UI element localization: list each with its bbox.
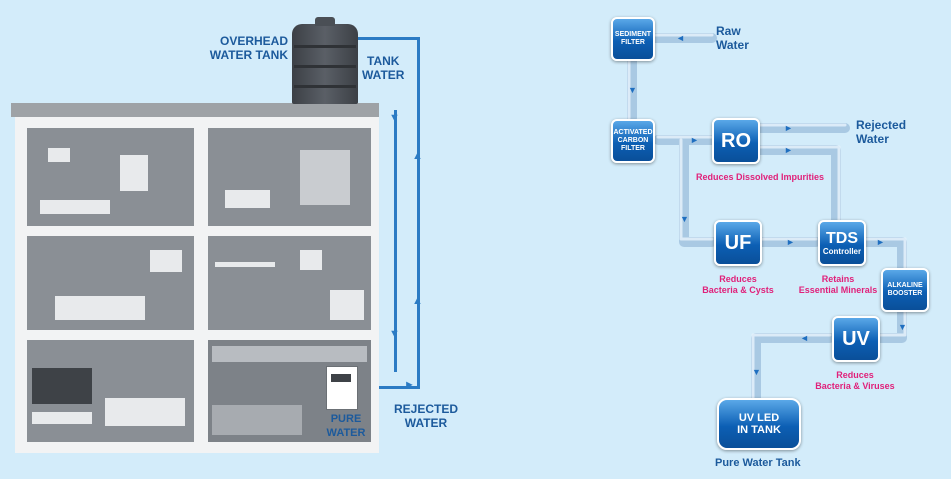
uf-stage: UF <box>714 220 762 266</box>
flow-arrow: ▼ <box>752 367 761 377</box>
desk <box>225 190 270 208</box>
flow-arrow: ► <box>876 237 885 247</box>
pure-water-tank-label: Pure Water Tank <box>715 457 801 469</box>
tank-water-pipe <box>417 37 420 389</box>
flow-arrow: ▼ <box>628 85 637 95</box>
tank-ridge <box>294 85 356 88</box>
window <box>150 250 182 272</box>
tank-outlet-pipe <box>340 37 420 40</box>
tank-ridge <box>294 45 356 48</box>
ro-caption: Reduces Dissolved Impurities <box>696 172 825 182</box>
pipe-ro-tds <box>755 145 841 227</box>
kitchen-cabinets <box>212 346 367 362</box>
flow-arrow: ► <box>784 145 793 155</box>
kitchen-counter <box>212 405 302 435</box>
pipe-tds-alk <box>861 237 907 273</box>
pipe-uv-tank <box>751 333 835 403</box>
overhead-water-tank <box>292 24 358 104</box>
armchair <box>330 290 364 320</box>
bed <box>40 200 110 214</box>
tv-cabinet <box>32 412 92 424</box>
pipe-arrow-4: ▼ <box>389 328 400 340</box>
flow-arrow: ▼ <box>680 214 689 224</box>
flow-arrow: ► <box>786 237 795 247</box>
pipe-bottom <box>355 386 420 389</box>
ro-stage: RO <box>712 118 760 164</box>
pipe-arrow-3: ▼ <box>389 112 400 124</box>
dresser <box>300 250 322 270</box>
purifier-display <box>331 374 351 382</box>
flow-arrow: ► <box>784 123 793 133</box>
flow-arrow: ▼ <box>898 322 907 332</box>
tank-cap <box>315 17 335 26</box>
pipe-alk-uv <box>875 307 907 343</box>
sofa <box>55 296 145 320</box>
pipe-arrow-5: ► <box>404 379 415 391</box>
flow-arrow: ◄ <box>800 333 809 343</box>
flow-arrow: ◄ <box>676 33 685 43</box>
wall-shelf <box>215 262 275 267</box>
pipe-arrow-1: ▲ <box>412 150 423 162</box>
wardrobe <box>120 155 148 191</box>
inner-pipe <box>394 110 397 372</box>
water-purifier <box>326 366 358 410</box>
bunk-bed <box>300 150 350 205</box>
pipe-carbon-uf <box>679 135 717 247</box>
house-roof <box>11 103 379 117</box>
picture-frame <box>48 148 70 162</box>
television <box>32 368 92 404</box>
tank-ridge <box>294 65 356 68</box>
uv-stage: UV <box>832 316 880 362</box>
flow-arrow: ► <box>690 135 699 145</box>
couch <box>105 398 185 426</box>
pipe-arrow-2: ▲ <box>412 295 423 307</box>
